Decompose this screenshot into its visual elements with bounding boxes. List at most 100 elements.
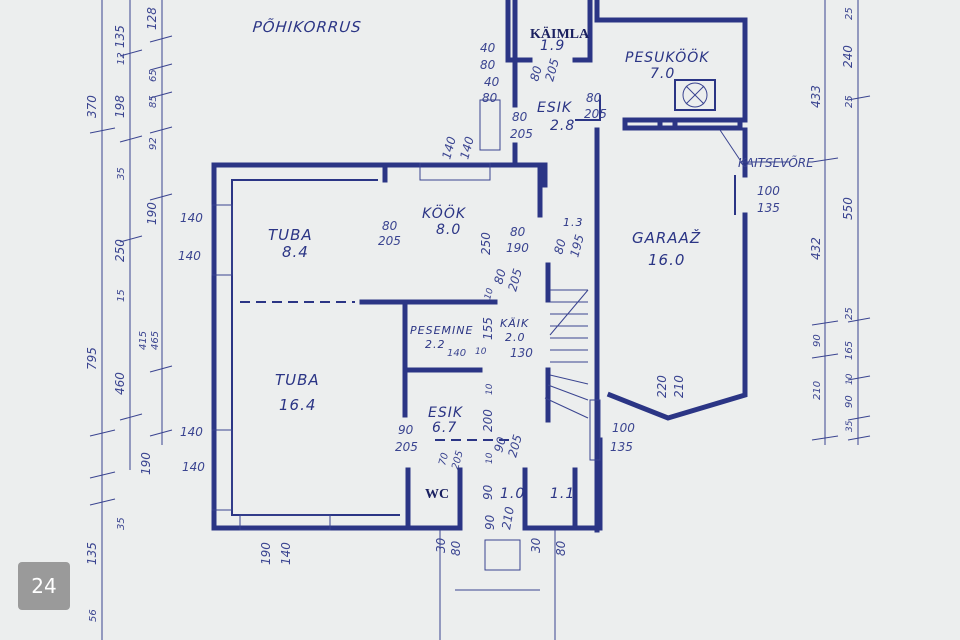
dimension-label: 165: [844, 341, 855, 360]
dimension-label: 80: [510, 225, 526, 239]
dimension-label: 100: [757, 184, 780, 198]
dimension-label: 85: [148, 95, 159, 108]
dimension-label: 25: [844, 307, 855, 320]
dimension-label: 10: [485, 452, 495, 464]
dimension-label: 205: [584, 107, 607, 121]
dimension-label: 140: [279, 542, 293, 565]
dimension-label: 205: [378, 234, 401, 248]
dimension-label: 550: [841, 197, 855, 220]
dimension-label: 80: [527, 64, 545, 83]
room-pesemine: PESEMINE: [410, 324, 473, 337]
dimension-label: 25: [844, 7, 855, 20]
dimension-label: 7.0: [650, 66, 675, 82]
dimension-label: 80: [512, 110, 528, 124]
dimension-label: 140: [180, 425, 203, 439]
dimension-label: 56: [88, 609, 99, 622]
dimension-label: 205: [395, 440, 418, 454]
boiler-icon: [674, 79, 716, 111]
dimension-label: 210: [812, 381, 823, 400]
dimension-label: 80: [554, 540, 568, 556]
dimension-label: 90: [844, 395, 855, 408]
room-pesukook: PESUKÖÖK: [625, 48, 710, 66]
dimension-label: 140: [447, 348, 466, 359]
room-wc: WC: [425, 487, 449, 502]
room-esik-main: ESIK: [428, 405, 464, 421]
dimension-label: 432: [809, 237, 823, 260]
dimension-label: 795: [85, 347, 99, 370]
dimension-label: 205: [450, 449, 466, 470]
dimension-label: 80: [482, 91, 498, 105]
dimension-label: 100: [612, 421, 635, 435]
room-tuba-large: TUBA: [275, 371, 320, 389]
dimension-label: 2.0: [505, 331, 526, 344]
dimension-label: 190: [139, 452, 153, 475]
dimension-label: 90: [398, 423, 414, 437]
dimension-label: 30: [529, 537, 543, 553]
dimension-label: 155: [481, 317, 495, 340]
dimension-label: 205: [505, 267, 524, 293]
dimension-label: 35: [116, 167, 127, 180]
room-esik-north: ESIK: [537, 100, 573, 116]
windows: [211, 99, 601, 571]
dimension-label: 240: [841, 45, 855, 68]
dimension-label: 2.2: [425, 338, 446, 351]
dimension-label: 90: [491, 435, 509, 454]
dimension-lines: [89, 0, 871, 640]
dimension-label: 415: [138, 331, 149, 350]
dimension-label: 30: [434, 537, 448, 553]
dimension-label: 205: [510, 127, 533, 141]
dimension-label: 135: [85, 542, 99, 565]
room-labels: KÄIMLA 1.9 PESUKÖÖK 7.0 ESIK 2.8 KÖÖK 8.…: [268, 26, 710, 502]
dimension-label: 190: [506, 241, 529, 255]
dimension-label: 140: [457, 135, 477, 161]
dimension-label: 35: [116, 517, 127, 530]
dimension-label: 135: [610, 440, 633, 454]
dimension-label: 140: [182, 460, 205, 474]
dimension-label: 10: [475, 347, 487, 357]
dimension-label: 205: [505, 433, 524, 459]
opening-dimensions: 40 80 40 80 80 205 80 205 80 205 140 140…: [178, 41, 780, 565]
plan-title: PÕHIKORRUS: [252, 17, 363, 36]
dimension-label: 80: [480, 58, 496, 72]
room-kaik: KÄIK: [500, 317, 529, 330]
dimension-label: 250: [479, 232, 493, 255]
room-tuba-small: TUBA: [268, 226, 313, 244]
dimension-label: 190: [259, 542, 273, 565]
dimension-label: 80: [551, 237, 569, 256]
dimension-label: 70: [437, 452, 451, 467]
walls: [211, 0, 790, 640]
dimension-label: 250: [113, 239, 127, 262]
overall-dimensions: 370 795 135 56 135 12 198 35 250 15 460 …: [85, 7, 855, 622]
dimension-label: 35: [845, 420, 855, 432]
dimension-label: 92: [148, 137, 159, 150]
dimension-label: 205: [542, 57, 561, 83]
dimension-label: 80: [586, 91, 602, 105]
dimension-label: 8.4: [282, 243, 309, 261]
dimension-label: 460: [113, 372, 127, 395]
dimension-label: 140: [180, 211, 203, 225]
dimension-label: 15: [116, 289, 127, 302]
dimension-label: 140: [439, 135, 459, 161]
page-number-badge: 24: [18, 562, 70, 610]
dimension-label: 40: [480, 41, 496, 55]
dimension-label: 1.9: [540, 38, 565, 54]
dimension-label: 90: [481, 484, 495, 500]
dimension-label: 210: [672, 375, 686, 398]
dimension-label: 370: [85, 95, 99, 118]
dimension-label: 195: [567, 233, 586, 259]
dimension-label: 6.7: [432, 420, 457, 436]
dimension-label: 16.4: [279, 396, 316, 414]
dimension-label: 80: [449, 540, 463, 556]
dimension-label: 198: [113, 95, 127, 118]
dimension-label: 10: [845, 373, 855, 385]
room-kook: KÖÖK: [422, 204, 467, 222]
dimension-label: 135: [757, 201, 780, 215]
dimension-label: 10: [485, 383, 495, 395]
room-closet-2: 1.1: [550, 486, 575, 502]
dimension-label: 140: [178, 249, 201, 263]
dimension-label: 80: [491, 267, 509, 286]
dimension-label: 210: [499, 505, 517, 530]
stairs: [544, 289, 589, 419]
dimension-label: 90: [483, 514, 497, 530]
